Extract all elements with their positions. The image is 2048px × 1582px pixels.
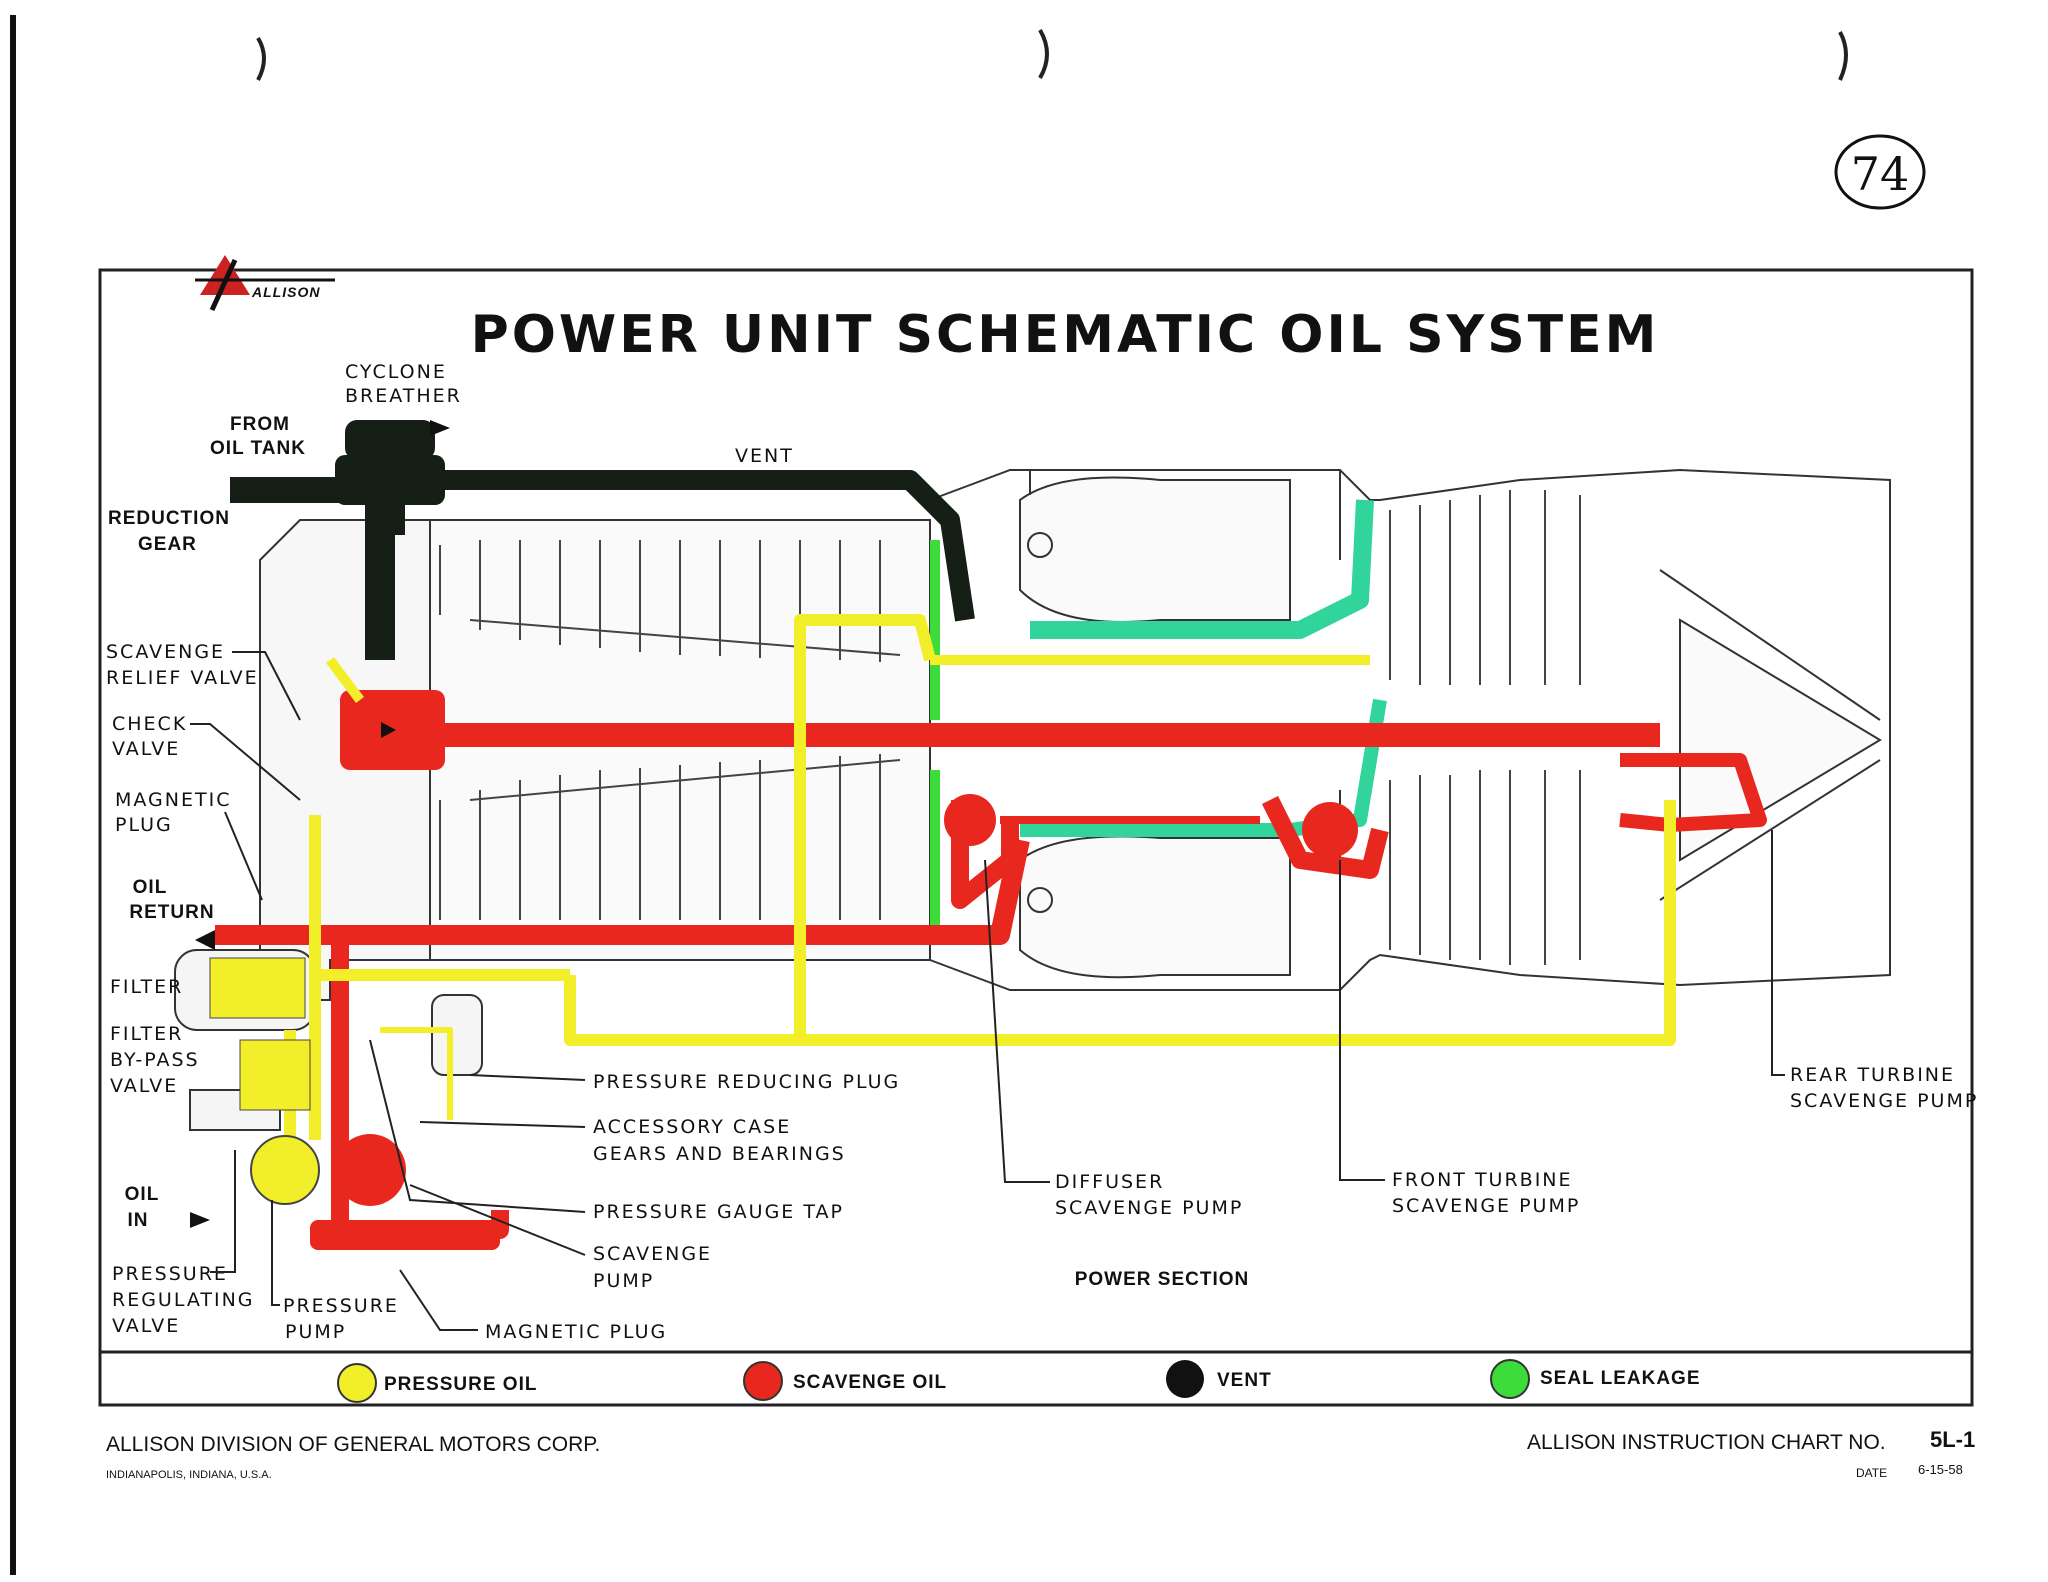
label-pressure-regulating-3: VALVE [112, 1315, 180, 1337]
label-power-section: POWER SECTION [1075, 1269, 1250, 1290]
turbine-blades [1389, 490, 1581, 965]
label-accessory-case-2: GEARS AND BEARINGS [593, 1143, 846, 1165]
label-oil-in: OIL [125, 1184, 160, 1205]
label-check-valve-2: VALVE [112, 738, 180, 760]
punch-mark [256, 36, 266, 81]
label-reduction-gear-2: GEAR [138, 534, 197, 555]
svg-text:PRESSURE OIL: PRESSURE OIL [384, 1374, 537, 1395]
svg-text:VENT: VENT [1217, 1370, 1272, 1391]
combustion-can-lower [1019, 835, 1291, 979]
label-from-oil-tank-2: OIL TANK [210, 438, 306, 459]
label-cyclone-breather: CYCLONE [345, 361, 447, 383]
cyclone-breather [335, 420, 445, 535]
label-filter-bypass-2: BY-PASS [110, 1049, 200, 1071]
flow-arrows [190, 420, 450, 1228]
filter-bypass-body [239, 1039, 311, 1111]
footer-chart-label: ALLISON INSTRUCTION CHART NO. [1527, 1431, 1886, 1454]
label-rear-turbine-scavenge: REAR TURBINE [1790, 1064, 1955, 1086]
legend-item-scavenge-oil: SCAVENGE OIL [743, 1361, 947, 1401]
label-rear-turbine-scavenge-2: SCAVENGE PUMP [1790, 1090, 1978, 1112]
legend-item-pressure-oil: PRESSURE OIL [337, 1363, 537, 1403]
label-scavenge-relief: SCAVENGE [106, 641, 225, 663]
label-pressure-reducing-plug: PRESSURE REDUCING PLUG [593, 1071, 900, 1093]
punch-mark [1038, 28, 1049, 80]
label-pressure-regulating-2: REGULATING [112, 1289, 255, 1311]
label-pressure-pump-2: PUMP [285, 1321, 346, 1343]
label-reduction-gear: REDUCTION [108, 508, 230, 529]
label-magnetic-plug-bottom: MAGNETIC PLUG [485, 1321, 667, 1343]
svg-text:74: 74 [1851, 147, 1910, 201]
footer-chart-no: 5L-1 [1930, 1427, 1975, 1452]
label-filter-bypass-3: VALVE [110, 1075, 178, 1097]
svg-text:SCAVENGE OIL: SCAVENGE OIL [793, 1372, 947, 1393]
legend: PRESSURE OIL SCAVENGE OIL VENT SEAL LEAK… [337, 1359, 1701, 1403]
svg-text:SEAL LEAKAGE: SEAL LEAKAGE [1540, 1368, 1701, 1389]
page-number-mark: 74 [1834, 134, 1926, 210]
filter-element [209, 957, 306, 1019]
footer-location: INDIANAPOLIS, INDIANA, U.S.A. [106, 1469, 272, 1481]
label-front-turbine-scavenge: FRONT TURBINE [1392, 1169, 1573, 1191]
svg-text:ALLISON: ALLISON [251, 284, 320, 300]
chart-title: POWER UNIT SCHEMATIC OIL SYSTEM [471, 305, 1660, 365]
label-oil-return: OIL [133, 877, 168, 898]
footer-date-label: DATE [1856, 1466, 1887, 1480]
label-scavenge-pump: SCAVENGE [593, 1243, 712, 1265]
footer-date: 6-15-58 [1918, 1462, 1963, 1477]
label-from-oil-tank: FROM [230, 414, 290, 435]
label-scavenge-relief-2: RELIEF VALVE [106, 667, 259, 689]
label-filter: FILTER [110, 976, 183, 998]
scavenge-pump-gears [334, 794, 1358, 1206]
label-front-turbine-scavenge-2: SCAVENGE PUMP [1392, 1195, 1580, 1217]
label-oil-in-2: IN [128, 1210, 149, 1231]
labels: CYCLONE BREATHER FROM OIL TANK REDUCTION… [106, 361, 1978, 1343]
exhaust-cone [1679, 618, 1882, 862]
label-accessory-case: ACCESSORY CASE [593, 1116, 791, 1138]
pressure-reducing-plug-body [431, 994, 483, 1076]
label-cyclone-breather-2: BREATHER [345, 385, 462, 407]
label-magnetic-plug-left: MAGNETIC [115, 789, 231, 811]
engine-cutaway [174, 420, 1891, 1250]
allison-logo: ALLISON [195, 255, 335, 312]
legend-item-vent: VENT [1166, 1360, 1272, 1398]
label-pressure-gauge-tap: PRESSURE GAUGE TAP [593, 1201, 844, 1223]
punch-mark [1838, 31, 1848, 81]
label-filter-bypass: FILTER [110, 1023, 183, 1045]
compressor-blades [439, 540, 901, 920]
label-check-valve: CHECK [112, 713, 187, 735]
label-diffuser-scavenge-2: SCAVENGE PUMP [1055, 1197, 1243, 1219]
combustion-can-upper [1019, 476, 1291, 623]
pressure-pump-gear [250, 1135, 320, 1205]
footer-company: ALLISON DIVISION OF GENERAL MOTORS CORP. [106, 1433, 600, 1456]
label-vent: VENT [735, 445, 794, 467]
label-pressure-pump: PRESSURE [283, 1295, 399, 1317]
label-magnetic-plug-left-2: PLUG [115, 814, 173, 836]
footer: ALLISON DIVISION OF GENERAL MOTORS CORP.… [106, 1427, 1975, 1481]
label-diffuser-scavenge: DIFFUSER [1055, 1171, 1164, 1193]
scavenge-sump [310, 1220, 500, 1250]
binder-edge [10, 15, 16, 1575]
label-scavenge-pump-2: PUMP [593, 1270, 654, 1292]
legend-item-seal-leakage: SEAL LEAKAGE [1490, 1359, 1701, 1399]
label-pressure-regulating: PRESSURE [112, 1263, 228, 1285]
chart-frame [98, 268, 1974, 1407]
label-oil-return-2: RETURN [129, 902, 214, 923]
